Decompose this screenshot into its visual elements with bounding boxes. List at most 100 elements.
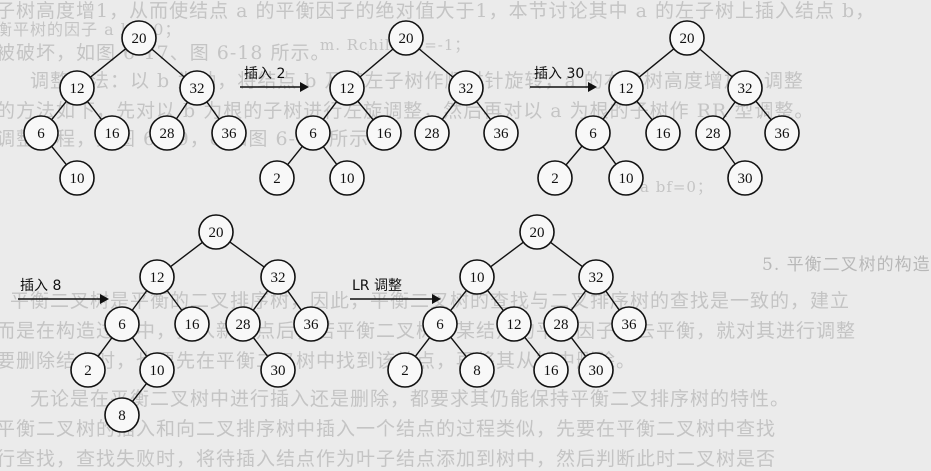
node-label: 2 bbox=[551, 171, 559, 187]
tree-node-6: 6 bbox=[422, 306, 458, 342]
node-circle bbox=[211, 115, 247, 151]
tree-node-16: 16 bbox=[174, 306, 210, 342]
arrow-lr-rotation: LR 调整 bbox=[350, 278, 441, 304]
tree-node-20: 20 bbox=[388, 20, 424, 56]
node-circle bbox=[448, 70, 484, 106]
tree-node-12: 12 bbox=[59, 70, 95, 106]
tree-node-8: 8 bbox=[104, 397, 140, 433]
node-label: 12 bbox=[150, 270, 165, 286]
tree-edge bbox=[550, 241, 583, 268]
node-label: 36 bbox=[494, 126, 510, 142]
node-label: 12 bbox=[507, 317, 522, 333]
tree-node-36: 36 bbox=[211, 115, 247, 151]
node-circle bbox=[70, 352, 106, 388]
background-text-line: 子树高度增1，从而使结点 a 的平衡因子的绝对值大于1，本节讨论其中 a 的左子… bbox=[0, 0, 876, 22]
node-circle bbox=[329, 160, 365, 196]
tree-edge bbox=[252, 337, 269, 357]
node-circle bbox=[388, 20, 424, 56]
tree-edge bbox=[441, 101, 457, 120]
tree-edge bbox=[175, 101, 189, 120]
tree-node-10: 10 bbox=[139, 352, 175, 388]
tree-edge bbox=[602, 146, 617, 165]
node-circle bbox=[608, 70, 644, 106]
node-label: 16 bbox=[544, 363, 560, 379]
background-text-line: 平衡二叉树是平衡的二叉排序树，因此，平衡二叉树的查找与二叉排序树的查找是一致的，… bbox=[10, 290, 851, 312]
tree-node-32: 32 bbox=[260, 259, 296, 295]
node-circle bbox=[174, 306, 210, 342]
tree-node-2: 2 bbox=[70, 352, 106, 388]
tree-node-36: 36 bbox=[764, 115, 800, 151]
node-circle bbox=[104, 306, 140, 342]
tree-edge bbox=[287, 290, 302, 311]
tree-node-32: 32 bbox=[727, 70, 763, 106]
node-label: 30 bbox=[589, 363, 604, 379]
tree-node-10: 10 bbox=[59, 160, 95, 196]
tree-node-10: 10 bbox=[459, 259, 495, 295]
node-label: 16 bbox=[377, 126, 393, 142]
arrow-layer: 插入 2 插入 30 插入 8 LR 调整 bbox=[18, 66, 597, 304]
arrow-label-insert-8: 插入 8 bbox=[20, 278, 61, 294]
tree-node-16: 16 bbox=[366, 115, 402, 151]
tree-node-30: 30 bbox=[260, 352, 296, 388]
node-circle bbox=[149, 115, 185, 151]
tree-node-6: 6 bbox=[23, 115, 59, 151]
node-label: 32 bbox=[271, 270, 286, 286]
tree-edge bbox=[570, 337, 587, 357]
node-circle bbox=[727, 160, 763, 196]
arrow-insert-8: 插入 8 bbox=[18, 278, 109, 304]
tree-node-20: 20 bbox=[519, 214, 555, 250]
tree-node-28: 28 bbox=[149, 115, 185, 151]
node-label: 10 bbox=[340, 171, 355, 187]
node-label: 28 bbox=[554, 317, 569, 333]
tree-edge bbox=[450, 336, 467, 358]
tree-node-28: 28 bbox=[225, 306, 261, 342]
node-circle bbox=[260, 352, 296, 388]
node-circle bbox=[366, 115, 402, 151]
node-circle bbox=[645, 115, 681, 151]
tree-edge bbox=[322, 101, 338, 120]
background-text-line: 5. 平衡二叉树的构造 bbox=[762, 255, 931, 275]
tree-node-10: 10 bbox=[329, 160, 365, 196]
tree-node-16: 16 bbox=[94, 115, 130, 151]
background-text-line: a bf=0； bbox=[640, 178, 713, 196]
tree-edge bbox=[252, 290, 269, 311]
tree-edge bbox=[449, 289, 468, 312]
node-label: 20 bbox=[132, 31, 147, 47]
node-label: 32 bbox=[190, 81, 205, 97]
arrow-insert-2: 插入 2 bbox=[240, 66, 309, 92]
tree-edge bbox=[755, 100, 772, 121]
node-label: 10 bbox=[470, 270, 485, 286]
node-label: 2 bbox=[401, 363, 409, 379]
tree-node-16: 16 bbox=[645, 115, 681, 151]
tree-node-20: 20 bbox=[198, 214, 234, 250]
node-label: 32 bbox=[589, 270, 604, 286]
node-label: 6 bbox=[309, 126, 317, 142]
node-circle bbox=[764, 115, 800, 151]
node-circle bbox=[387, 352, 423, 388]
tree-edge bbox=[638, 48, 675, 78]
tree-edge bbox=[131, 382, 148, 403]
tree-edge bbox=[490, 241, 524, 268]
node-circle bbox=[94, 115, 130, 151]
node-label: 20 bbox=[680, 31, 695, 47]
node-label: 32 bbox=[459, 81, 474, 97]
tree-initial: 20 12 32 6 16 28 36 10 bbox=[23, 20, 247, 196]
node-circle bbox=[727, 70, 763, 106]
node-label: 12 bbox=[619, 81, 634, 97]
tree-edge bbox=[206, 101, 220, 120]
node-label: 36 bbox=[775, 126, 791, 142]
node-circle bbox=[414, 115, 450, 151]
node-circle bbox=[611, 306, 647, 342]
tree-node-6: 6 bbox=[104, 306, 140, 342]
tree-node-12: 12 bbox=[496, 306, 532, 342]
node-circle bbox=[59, 70, 95, 106]
tree-edge bbox=[699, 48, 733, 78]
tree-edge bbox=[51, 100, 67, 121]
node-circle bbox=[459, 352, 495, 388]
tree-edge bbox=[151, 48, 185, 78]
node-circle bbox=[198, 214, 234, 250]
node-circle bbox=[483, 115, 519, 151]
